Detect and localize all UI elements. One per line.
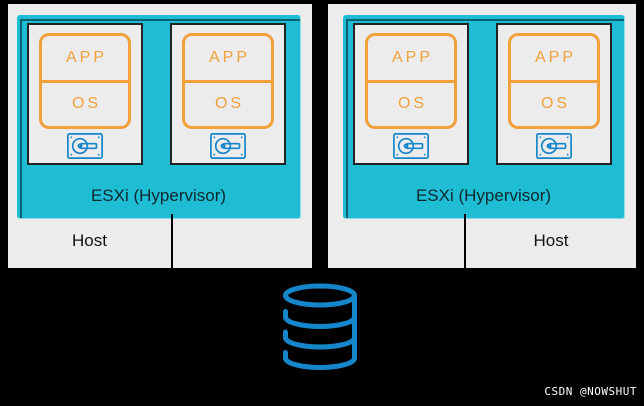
app-os-stack: APP OS: [508, 33, 600, 129]
app-os-divider: [185, 79, 271, 83]
vm-box: APP OS: [170, 23, 286, 165]
app-label: APP: [391, 48, 433, 66]
esxi-hypervisor-label: ESXi (Hypervisor): [415, 186, 552, 205]
os-label: OS: [71, 95, 102, 113]
vm-box: APP OS: [353, 23, 469, 165]
app-os-stack: APP OS: [365, 33, 457, 129]
storage-connector-line: [171, 214, 173, 268]
os-label: OS: [540, 95, 571, 113]
app-label: APP: [65, 48, 107, 66]
app-label: APP: [208, 48, 250, 66]
app-os-stack: APP OS: [182, 33, 274, 129]
host-panel-1: APP OS APP: [8, 4, 312, 268]
host-label: Host: [72, 231, 107, 250]
vm-box: APP OS: [496, 23, 612, 165]
app-os-stack: APP OS: [39, 33, 131, 129]
host-label: Host: [533, 231, 569, 250]
disk-icon: [536, 133, 572, 159]
disk-icon: [210, 133, 246, 159]
os-label: OS: [214, 95, 245, 113]
esxi-hypervisor-box-2: APP OS APP: [343, 15, 625, 219]
app-label: APP: [534, 48, 576, 66]
host-panel-2: APP OS APP: [328, 4, 636, 268]
disk-icon: [67, 133, 103, 159]
app-os-divider: [368, 79, 454, 83]
os-label: OS: [397, 95, 428, 113]
database-icon: [283, 283, 357, 370]
esxi-hypervisor-label: ESXi (Hypervisor): [90, 186, 227, 205]
watermark: CSDN @NOWSHUT: [544, 385, 637, 398]
app-os-divider: [511, 79, 597, 83]
app-os-divider: [42, 79, 128, 83]
disk-icon: [393, 133, 429, 159]
storage-connector-line: [464, 214, 466, 268]
vm-box: APP OS: [27, 23, 143, 165]
esxi-hypervisor-box-1: APP OS APP: [17, 15, 301, 219]
